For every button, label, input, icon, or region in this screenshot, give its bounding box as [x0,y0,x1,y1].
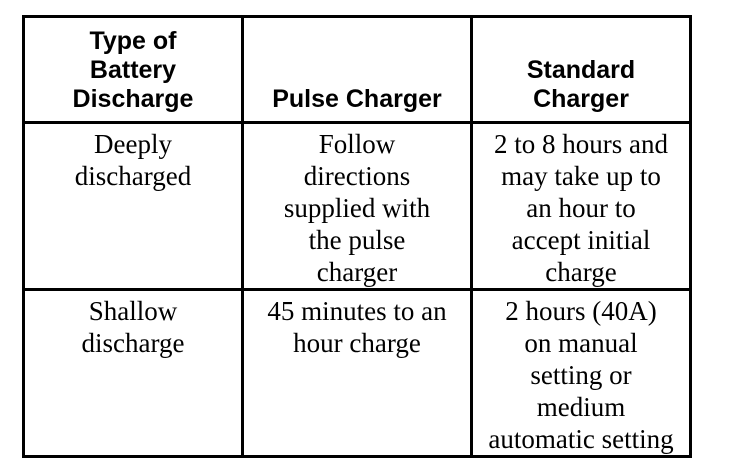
cell-pulse-charger-time: 45 minutes to an hour charge [241,288,473,458]
header-cell-pulse-charger: Pulse Charger [241,15,473,124]
cell-standard-charger-time: 2 to 8 hours and may take up to an hour … [470,121,692,291]
cell-pulse-charger-time: Follow directions supplied with the puls… [241,121,473,291]
header-cell-battery-discharge-type: Type of Battery Discharge [22,15,244,124]
header-cell-standard-charger: Standard Charger [470,15,692,124]
cell-standard-charger-time: 2 hours (40A) on manual setting or mediu… [470,288,692,458]
cell-discharge-type: Shallow discharge [22,288,244,458]
table-row-shallow-discharge: Shallow discharge 45 minutes to an hour … [22,288,692,458]
table-header-row: Type of Battery Discharge Pulse Charger … [22,15,692,124]
table-row-deeply-discharged: Deeply discharged Follow directions supp… [22,121,692,291]
battery-charging-table: Type of Battery Discharge Pulse Charger … [22,15,692,458]
cell-discharge-type: Deeply discharged [22,121,244,291]
